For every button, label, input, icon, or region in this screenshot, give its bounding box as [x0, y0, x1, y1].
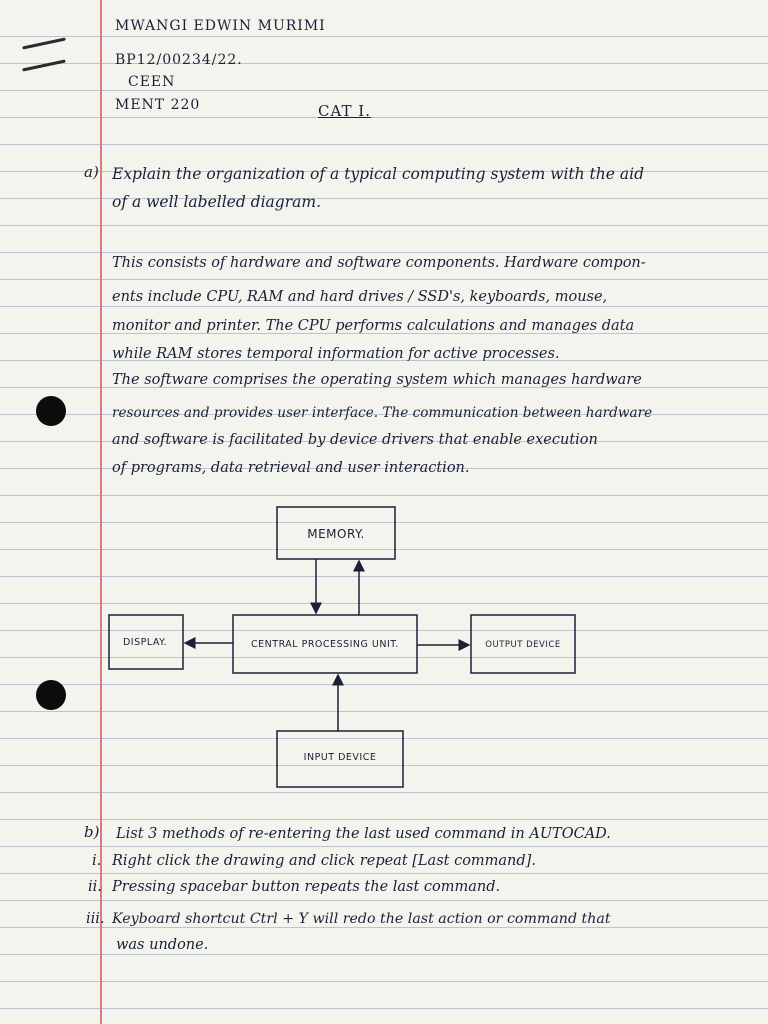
- student-name: MWANGI EDWIN MURIMI: [115, 18, 326, 34]
- answer-b-marker: iii.: [86, 911, 105, 927]
- answer-a-line: while RAM stores temporal information fo…: [112, 346, 560, 362]
- answer-b-item: Keyboard shortcut Ctrl + Y will redo the…: [112, 911, 611, 927]
- margin-line: [100, 0, 102, 1024]
- answer-b-item: Pressing spacebar button repeats the las…: [112, 879, 501, 895]
- input-device-label: INPUT DEVICE: [304, 752, 377, 763]
- cpu-label: CENTRAL PROCESSING UNIT.: [251, 639, 399, 650]
- answer-a-line: This consists of hardware and software c…: [112, 255, 646, 271]
- answer-a-line: resources and provides user interface. T…: [112, 405, 653, 421]
- question-a-marker: a): [84, 163, 99, 181]
- pencil-mark: [22, 59, 66, 72]
- registration-number: BP12/00234/22.: [115, 52, 243, 68]
- punch-hole: [36, 396, 66, 426]
- answer-a-line: of programs, data retrieval and user int…: [112, 460, 470, 476]
- answer-a-line: monitor and printer. The CPU performs ca…: [112, 318, 635, 334]
- page-title: CAT I.: [318, 102, 371, 120]
- question-b-marker: b): [84, 823, 100, 841]
- answer-b-marker: ii.: [88, 879, 102, 895]
- output-device-box: [470, 614, 576, 674]
- question-a-line: Explain the organization of a typical co…: [112, 165, 644, 183]
- answer-a-line: The software comprises the operating sys…: [112, 372, 642, 388]
- answer-a-line: and software is facilitated by device dr…: [112, 432, 598, 448]
- memory-box: [276, 506, 396, 560]
- answer-b-item: Right click the drawing and click repeat…: [112, 853, 536, 869]
- pencil-mark: [22, 37, 66, 50]
- answer-b-continuation: was undone.: [116, 937, 209, 953]
- course-code: MENT 220: [115, 97, 201, 113]
- display-label: DISPLAY.: [123, 637, 167, 648]
- output-device-label: OUTPUT DEVICE: [485, 640, 560, 650]
- answer-a-line: ents include CPU, RAM and hard drives / …: [112, 289, 608, 305]
- answer-b-marker: i.: [92, 853, 102, 869]
- punch-hole: [36, 680, 66, 710]
- memory-label: MEMORY.: [307, 527, 365, 541]
- cpu-box: [232, 614, 418, 674]
- question-b-text: List 3 methods of re-entering the last u…: [116, 826, 611, 842]
- display-box: [108, 614, 184, 670]
- question-a-line: of a well labelled diagram.: [112, 193, 321, 211]
- program-code: CEEN: [128, 74, 176, 90]
- input-device-box: [276, 730, 404, 788]
- computer-organization-diagram: MEMORY. CENTRAL PROCESSING UNIT. DISPLAY…: [108, 506, 576, 788]
